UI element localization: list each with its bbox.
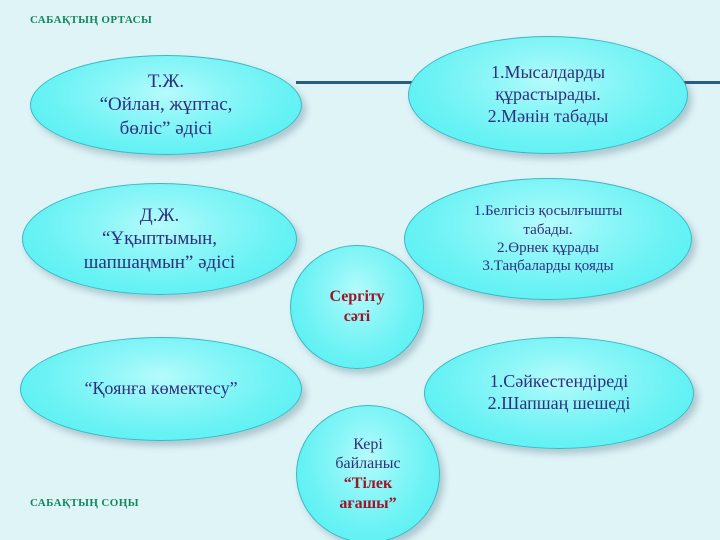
node-outcome-unknown-addend-label: 1.Белгісіз қосылғышты табады. 2.Өрнек құ…	[473, 203, 623, 275]
node-outcome-examples[interactable]: 1.Мысалдарды құрастырады. 2.Мәнін табады	[408, 36, 688, 154]
node-help-the-rabbit[interactable]: “Қоянға көмектесу”	[20, 337, 302, 441]
node-outcome-unknown-addend[interactable]: 1.Белгісіз қосылғышты табады. 2.Өрнек құ…	[404, 178, 692, 300]
node-outcome-matching-label: 1.Сәйкестендіреді 2.Шапшаң шешеді	[487, 371, 631, 413]
section-label-lesson-middle: САБАҚТЫҢ ОРТАСЫ	[30, 14, 153, 26]
node-individual-work-label: Д.Ж. “Ұқыптымын, шапшаңмын” әдісі	[83, 205, 236, 273]
node-think-pair-share-label: Т.Ж. “Ойлан, жұптас, бөліс” әдісі	[99, 71, 233, 139]
connector-line-left	[296, 81, 416, 84]
node-help-the-rabbit-label: “Қоянға көмектесу”	[84, 378, 238, 399]
node-wish-tree-label: “Тілек ағашы”	[339, 475, 397, 512]
node-feedback-label: Кері байланыс	[335, 435, 401, 473]
node-feedback-wish-tree[interactable]: Кері байланыс“Тілек ағашы”	[296, 405, 440, 540]
node-outcome-matching[interactable]: 1.Сәйкестендіреді 2.Шапшаң шешеді	[424, 337, 694, 449]
node-energizer-break-label: Сергіту сәті	[329, 288, 385, 325]
node-energizer-break[interactable]: Сергіту сәті	[290, 245, 424, 369]
node-feedback-wish-tree-text: Кері байланыс“Тілек ағашы”	[297, 435, 439, 513]
node-outcome-examples-label: 1.Мысалдарды құрастырады. 2.Мәнін табады	[487, 62, 609, 126]
node-think-pair-share[interactable]: Т.Ж. “Ойлан, жұптас, бөліс” әдісі	[30, 55, 302, 155]
connector-line-right	[676, 81, 720, 84]
section-label-lesson-end: САБАҚТЫҢ СОҢЫ	[30, 497, 139, 509]
node-individual-work[interactable]: Д.Ж. “Ұқыптымын, шапшаңмын” әдісі	[22, 183, 297, 295]
